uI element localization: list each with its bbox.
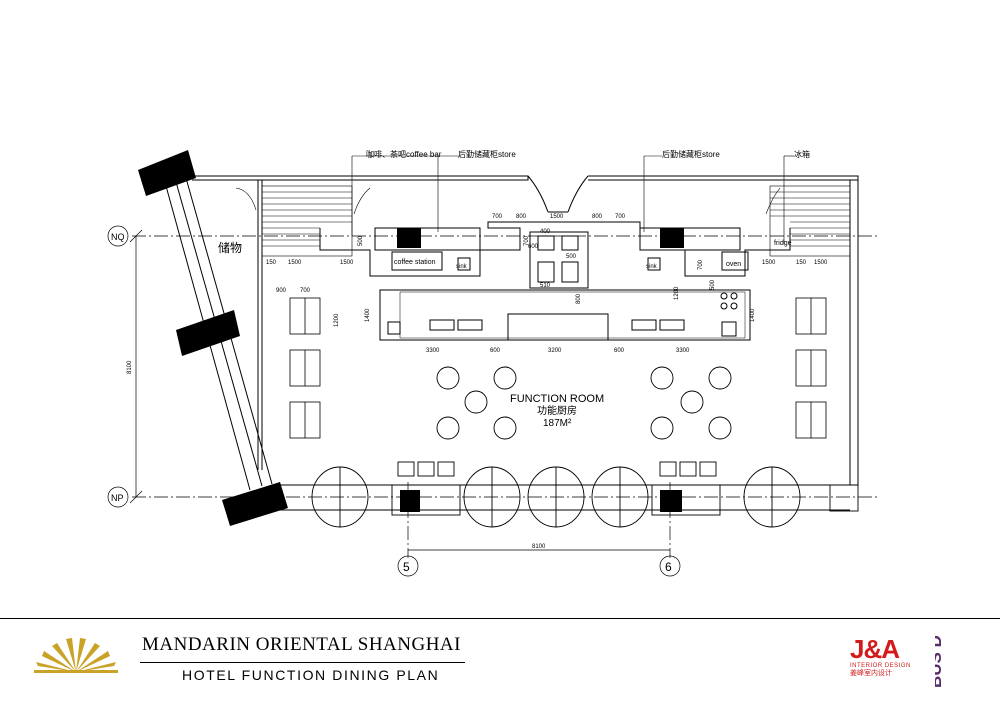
svg-text:1500: 1500: [762, 260, 776, 266]
svg-text:500: 500: [710, 279, 716, 290]
svg-text:1500: 1500: [550, 214, 564, 220]
room-name-cn: 功能厨房: [537, 404, 577, 417]
svg-text:400: 400: [540, 229, 551, 235]
door-swing-left: [527, 175, 549, 213]
grid-label-5: 5: [403, 560, 410, 574]
grid-label-nq: NQ: [111, 232, 125, 242]
floor-plan-drawing: 咖啡、茶吧coffee bar 后勤储藏柜store 后勤储藏柜store 冰箱…: [107, 149, 880, 577]
firm-logo: J&A INTERIOR DESIGN 姜峰室内设计: [850, 636, 911, 678]
kitchen-island: [379, 289, 751, 341]
sink-right-label: sink: [646, 264, 658, 270]
svg-text:800: 800: [592, 214, 603, 220]
firm-cn-name: 姜峰室内设计: [850, 670, 892, 677]
svg-text:510: 510: [540, 283, 551, 289]
svg-text:700: 700: [300, 288, 311, 294]
svg-text:BUS DKS DGN: BUS DKS DGN: [935, 636, 945, 688]
svg-text:800: 800: [516, 214, 527, 220]
brand-stack-logo: BUS DKS DGN: [935, 636, 945, 688]
south-facade: [280, 461, 859, 528]
svg-text:600: 600: [490, 348, 501, 354]
room-area: 187M²: [543, 418, 572, 429]
svg-text:700: 700: [524, 235, 530, 246]
fridge-label: fridge: [774, 240, 792, 247]
fridge-cn-label: 冰箱: [794, 149, 810, 159]
svg-text:1200: 1200: [674, 286, 680, 300]
wall-seating: [289, 297, 827, 439]
coffee-station-label: coffee station: [394, 259, 436, 266]
svg-text:700: 700: [698, 259, 704, 270]
title-subrule: [140, 662, 465, 663]
angled-columns: [138, 150, 288, 526]
north-wall-left: [192, 175, 529, 181]
svg-text:900: 900: [276, 288, 287, 294]
depth-dim: 8100: [127, 360, 133, 374]
svg-text:1400: 1400: [750, 308, 756, 322]
svg-text:600: 600: [528, 244, 539, 250]
svg-text:500: 500: [566, 254, 577, 260]
svg-text:150: 150: [796, 260, 807, 266]
east-wall: [849, 180, 859, 486]
equipment-blocks: [397, 228, 684, 512]
firm-mark: J&A: [850, 634, 900, 664]
grid-label-np: NP: [111, 493, 124, 503]
store-right-label: 后勤储藏柜store: [662, 149, 720, 159]
store-left-label: 后勤储藏柜store: [458, 149, 516, 159]
svg-text:1500: 1500: [288, 260, 302, 266]
stair-left: [261, 185, 353, 257]
stove-island: [720, 292, 738, 310]
oven-label: oven: [726, 261, 741, 268]
grid-lines: [107, 225, 880, 577]
svg-text:800: 800: [576, 293, 582, 304]
grid-bubble-np: [107, 486, 129, 508]
svg-text:3300: 3300: [676, 348, 690, 354]
firm-subtitle: INTERIOR DESIGN: [850, 663, 911, 669]
svg-text:700: 700: [492, 214, 503, 220]
coffee-bar-label: 咖啡、茶吧coffee bar: [366, 149, 442, 159]
svg-text:1500: 1500: [814, 260, 828, 266]
north-wall-right: [588, 175, 859, 181]
grid-bubble-5: [397, 555, 419, 577]
svg-text:1500: 1500: [340, 260, 354, 266]
bay-span-dim: 8100: [532, 544, 546, 550]
storage-cn-label: 储物: [218, 240, 242, 255]
grid-bubble-nq: [107, 225, 129, 247]
round-tables: [436, 366, 732, 440]
sink-left-label: sink: [456, 264, 468, 270]
svg-text:3300: 3300: [426, 348, 440, 354]
svg-text:1400: 1400: [365, 308, 371, 322]
drawing-title: HOTEL FUNCTION DINING PLAN: [182, 667, 440, 683]
room-name: FUNCTION ROOM: [510, 393, 604, 405]
grid-bubble-6: [659, 555, 681, 577]
svg-text:1200: 1200: [334, 313, 340, 327]
service-core: [529, 231, 589, 289]
grid-label-6: 6: [665, 560, 672, 574]
svg-text:700: 700: [615, 214, 626, 220]
stair-right: [769, 185, 851, 257]
title-rule: [0, 618, 1000, 619]
door-swing-right: [567, 175, 589, 213]
project-title: MANDARIN ORIENTAL SHANGHAI: [142, 634, 461, 655]
mandarin-fan-logo: [34, 638, 118, 673]
svg-text:500: 500: [358, 235, 364, 246]
back-counter: [319, 221, 791, 277]
svg-text:600: 600: [614, 348, 625, 354]
svg-text:150: 150: [266, 260, 277, 266]
svg-text:3200: 3200: [548, 348, 562, 354]
